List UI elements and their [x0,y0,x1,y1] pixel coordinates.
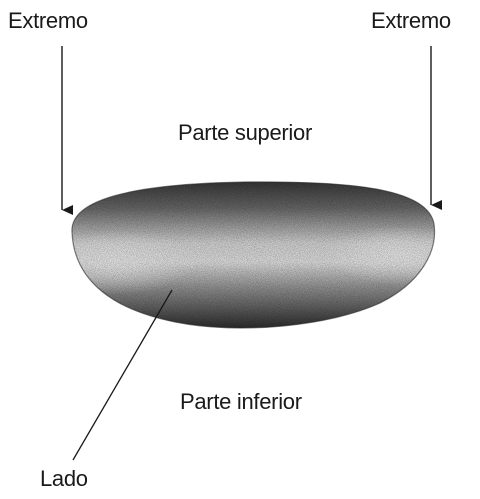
label-bottom-part: Parte inferior [180,389,302,415]
label-side: Lado [40,466,88,492]
label-end-right: Extremo [371,8,451,34]
pointer-line-side [73,290,172,460]
rice-grain [72,182,435,328]
label-end-left: Extremo [8,8,88,34]
label-top-part: Parte superior [178,120,312,146]
